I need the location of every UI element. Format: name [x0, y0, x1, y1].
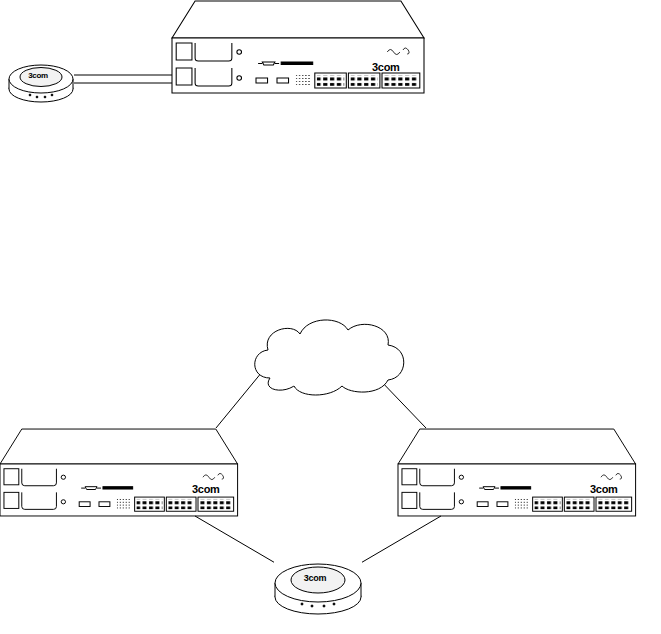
network-cable — [74, 75, 172, 83]
brand-logo: 3com — [590, 483, 618, 495]
switch-unit: 3com — [172, 1, 424, 96]
brand-logo: 3com — [192, 483, 220, 495]
switch-unit: 3com — [398, 427, 636, 516]
network-cable — [195, 516, 274, 562]
brand-logo: 3com — [271, 574, 359, 584]
network-cable — [362, 516, 441, 562]
brand-logo: 3com — [5, 72, 71, 81]
switch-unit: 3com — [0, 427, 238, 516]
access-point: 3com — [274, 562, 362, 614]
access-point: 3com — [8, 62, 74, 104]
brand-logo: 3com — [372, 61, 400, 73]
